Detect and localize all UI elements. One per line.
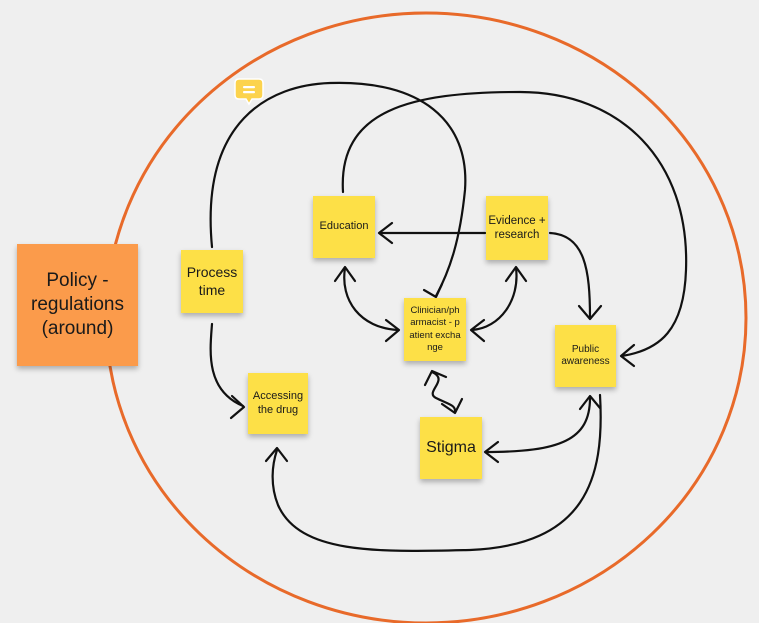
sticky-note-evidence-research[interactable]: Evidence + research	[486, 196, 548, 260]
arrowhead-public-bottom	[578, 394, 602, 411]
arrowhead-exchange-right	[469, 318, 486, 343]
sticky-note-process-time[interactable]: Process time	[181, 250, 243, 313]
sticky-note-public-awareness[interactable]: Public awareness	[555, 325, 616, 387]
connector-process-to-exchange[interactable]	[209, 81, 467, 298]
connector-exchange-stigma[interactable]	[430, 370, 457, 414]
comment-icon[interactable]	[233, 77, 265, 107]
sticky-note-education[interactable]: Education	[313, 196, 375, 258]
sticky-note-stigma[interactable]: Stigma	[420, 417, 482, 479]
arrowhead-evidence-bottom	[504, 265, 528, 283]
sticky-note-policy[interactable]: Policy - regulations (around)	[17, 244, 138, 366]
comment-bubble-icon	[234, 78, 264, 106]
sticky-note-clinician-patient-exchange[interactable]: Clinician/pharmacist - patient exchange	[404, 298, 466, 361]
arrowhead-exchange-bottom	[423, 369, 448, 387]
connector-stigma-public[interactable]	[484, 396, 592, 454]
arrowhead-exchange-left	[384, 318, 401, 343]
arrowhead-education-bottom	[333, 265, 357, 283]
connector-evidence-to-public[interactable]	[548, 231, 592, 320]
arrowhead-stigma-right	[483, 440, 500, 464]
sticky-note-accessing-drug[interactable]: Accessing the drug	[248, 373, 308, 434]
connector-evidence-exchange[interactable]	[470, 266, 518, 332]
connector-education-to-public[interactable]	[341, 90, 688, 358]
arrowhead-public-right	[619, 343, 636, 368]
arrowhead-public-top	[577, 304, 603, 321]
arrowhead-stigma-top	[440, 397, 464, 415]
arrowhead-education-right	[377, 221, 394, 245]
arrowhead-exchange-top	[422, 282, 444, 299]
connector-process-to-accessing[interactable]	[209, 322, 245, 408]
connector-education-exchange[interactable]	[343, 266, 400, 332]
arrowhead-accessing-bottom	[264, 446, 289, 463]
connector-public-to-accessing[interactable]	[271, 393, 602, 552]
arrowhead-accessing-left	[229, 394, 246, 420]
